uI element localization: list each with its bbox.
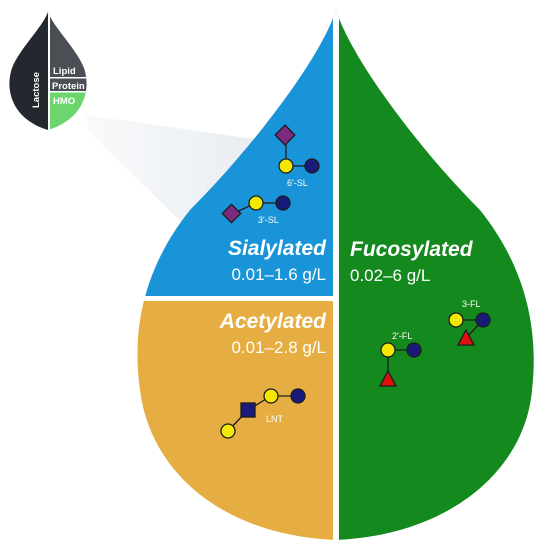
glucose-icon [290,388,306,404]
glycan-2fl-label: 2'-FL [392,331,412,341]
galactose-icon [263,388,279,404]
inset-lipid-label: Lipid [53,66,76,77]
glycan-3sl [221,195,291,224]
galactose-icon [278,158,294,174]
inset-drop [9,12,87,130]
galactose-icon [248,195,264,211]
glycan-6sl [274,124,320,174]
inset-protein-label: Protein [52,81,85,92]
sialic-acid-icon [221,203,242,224]
acetylated-concentration: 0.01–2.8 g/L [231,338,326,357]
glycan-3fl-label: 3-FL [462,299,481,309]
fucose-icon [456,328,476,346]
galactose-icon [448,312,464,328]
glucose-icon [275,195,291,211]
glucose-icon [406,342,422,358]
inset-hmo-label: HMO [53,96,75,107]
glycan-3fl [448,312,491,346]
sialylated-label: Sialylated [228,237,327,260]
horizontal-divider [137,296,336,301]
fucose-icon [378,369,398,387]
galactose-icon [220,423,236,439]
glycan-6sl-label: 6'-SL [287,178,308,188]
vertical-divider [333,10,339,540]
glycan-3sl-label: 3'-SL [258,215,279,225]
glucose-icon [304,158,320,174]
glucose-icon [475,312,491,328]
glcnac-icon [240,402,256,418]
acetylated-region [137,298,336,540]
acetylated-label: Acetylated [219,310,327,333]
inset-protein-region [49,78,87,92]
fucosylated-concentration: 0.02–6 g/L [350,266,430,285]
glycan-2fl [378,342,422,387]
fucosylated-label: Fucosylated [350,238,474,261]
glycan-lnt [220,388,306,439]
glycan-lnt-label: LNT [266,414,284,424]
inset-lactose-region [9,12,49,130]
inset-lactose-label: Lactose [31,72,42,108]
sialylated-concentration: 0.01–1.6 g/L [231,265,326,284]
sialic-acid-icon [274,124,296,146]
galactose-icon [380,342,396,358]
